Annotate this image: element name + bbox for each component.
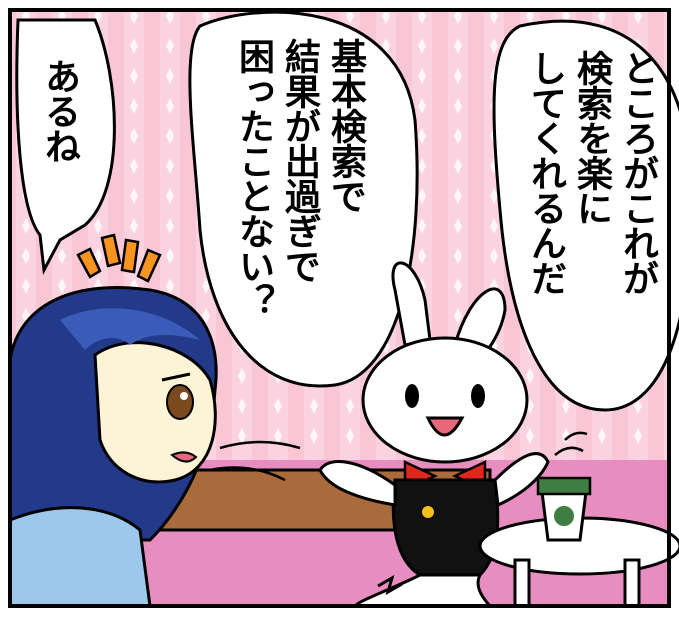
impact-lines-icon	[377, 574, 403, 596]
rabbit-vest	[391, 478, 500, 577]
left-bubble-text: あるね	[39, 58, 80, 163]
panel-border	[8, 8, 671, 608]
middle-speech-bubble	[188, 10, 419, 388]
girl-face	[93, 341, 217, 484]
right-bubble-text: ところがこれが 検索を楽に してくれるんだ	[525, 50, 658, 295]
girl-mouth	[170, 451, 198, 463]
rabbit-arm-right	[493, 452, 550, 508]
girl-eye	[166, 384, 194, 420]
left-speech-bubble	[15, 18, 116, 275]
cup-lid	[536, 476, 592, 496]
rabbit-head	[361, 336, 529, 464]
motion-lines-icon	[209, 431, 588, 482]
rabbit-mouth	[425, 416, 465, 437]
rabbit-ear-left	[391, 261, 432, 347]
middle-bubble-text: 基本検索で 結果が出過ぎで 困ったことない？	[233, 38, 366, 318]
rabbit-arm-left	[318, 460, 397, 507]
girl-shirt	[8, 506, 152, 608]
mermaid-logo-icon	[552, 504, 576, 528]
right-speech-bubble	[492, 19, 679, 412]
alert-marks-icon	[76, 233, 162, 283]
